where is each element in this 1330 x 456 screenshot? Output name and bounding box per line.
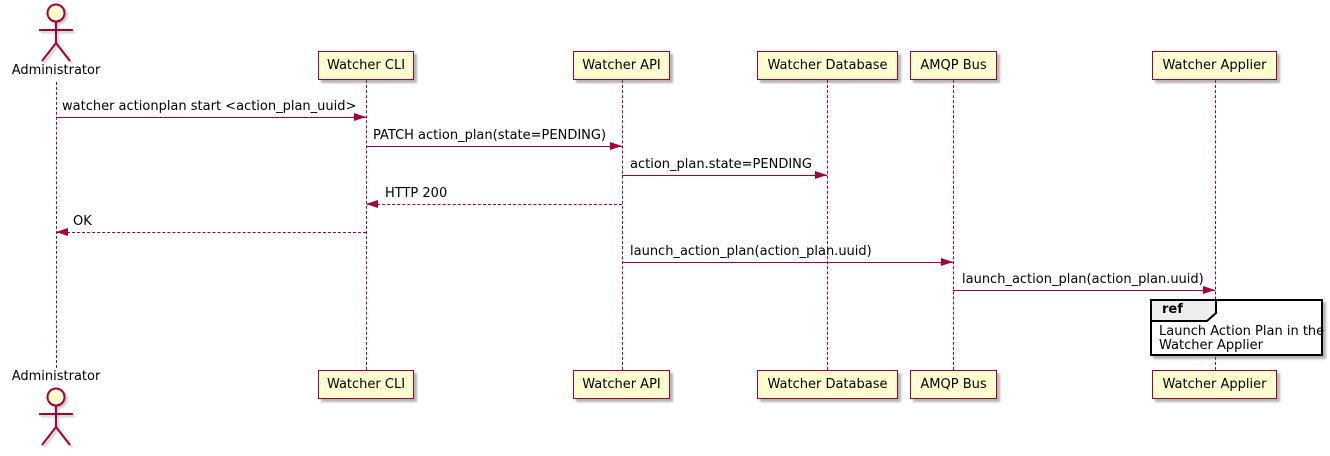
actor-label-bottom: Administrator (11, 369, 101, 384)
actor-label-top: Administrator (11, 63, 101, 78)
participant-label: Watcher API (582, 58, 661, 73)
message-label: action_plan.state=PENDING (630, 157, 812, 172)
message-line (622, 262, 953, 263)
message-line (57, 232, 366, 233)
ref-text-line1: Launch Action Plan in the (1159, 324, 1325, 339)
message-line (366, 146, 622, 147)
participant-watcher-database-top: Watcher Database (757, 51, 898, 80)
participant-watcher-database-bottom: Watcher Database (757, 370, 898, 399)
arrowhead-right-icon (354, 113, 366, 121)
arrowhead-right-icon (610, 142, 622, 150)
lifeline-watcher-api (622, 80, 623, 370)
participant-label: Watcher CLI (326, 377, 406, 392)
message-label: OK (73, 214, 92, 229)
participant-watcher-applier-bottom: Watcher Applier (1152, 370, 1277, 399)
participant-label: Watcher CLI (326, 58, 406, 73)
participant-label: Watcher Applier (1162, 377, 1267, 392)
message-line (56, 117, 366, 118)
participant-label: Watcher API (582, 377, 661, 392)
message-line (953, 290, 1215, 291)
participant-label: Watcher Applier (1162, 58, 1267, 73)
message-label: PATCH action_plan(state=PENDING) (373, 128, 607, 143)
ref-text-line2: Watcher Applier (1159, 338, 1263, 353)
message-label: watcher actionplan start <action_plan_uu… (62, 99, 357, 114)
arrowhead-right-icon (1203, 286, 1215, 294)
participant-amqp-bus-bottom: AMQP Bus (910, 370, 997, 399)
message-label: launch_action_plan(action_plan.uuid) (962, 272, 1204, 287)
participant-watcher-cli-top: Watcher CLI (318, 51, 414, 80)
lifeline-administrator (56, 82, 57, 368)
participant-watcher-api-bottom: Watcher API (573, 370, 670, 399)
lifeline-amqp-bus (953, 80, 954, 370)
message-label: launch_action_plan(action_plan.uuid) (630, 244, 872, 259)
arrowhead-right-icon (815, 171, 827, 179)
participant-watcher-api-top: Watcher API (573, 51, 670, 80)
ref-text: Launch Action Plan in the Watcher Applie… (1159, 325, 1324, 353)
message-line (367, 204, 622, 205)
ref-header-pentagon-icon (1150, 299, 1217, 322)
participant-watcher-cli-bottom: Watcher CLI (318, 370, 414, 399)
participant-label: AMQP Bus (920, 58, 987, 73)
ref-fragment: ref Launch Action Plan in the Watcher Ap… (1150, 299, 1324, 356)
participant-label: Watcher Database (767, 377, 888, 392)
actor-icon (39, 3, 73, 62)
message-line (622, 175, 827, 176)
participant-label: AMQP Bus (920, 377, 987, 392)
message-label: HTTP 200 (385, 186, 448, 201)
arrowhead-left-icon (56, 228, 68, 236)
participant-label: Watcher Database (767, 58, 888, 73)
actor-icon (39, 387, 73, 446)
arrowhead-right-icon (941, 258, 953, 266)
lifeline-watcher-applier (1215, 80, 1216, 370)
participant-watcher-applier-top: Watcher Applier (1152, 51, 1277, 80)
ref-keyword: ref (1162, 302, 1183, 317)
participant-amqp-bus-top: AMQP Bus (910, 51, 997, 80)
arrowhead-left-icon (366, 200, 378, 208)
lifeline-watcher-database (827, 80, 828, 370)
lifeline-watcher-cli (366, 80, 367, 370)
